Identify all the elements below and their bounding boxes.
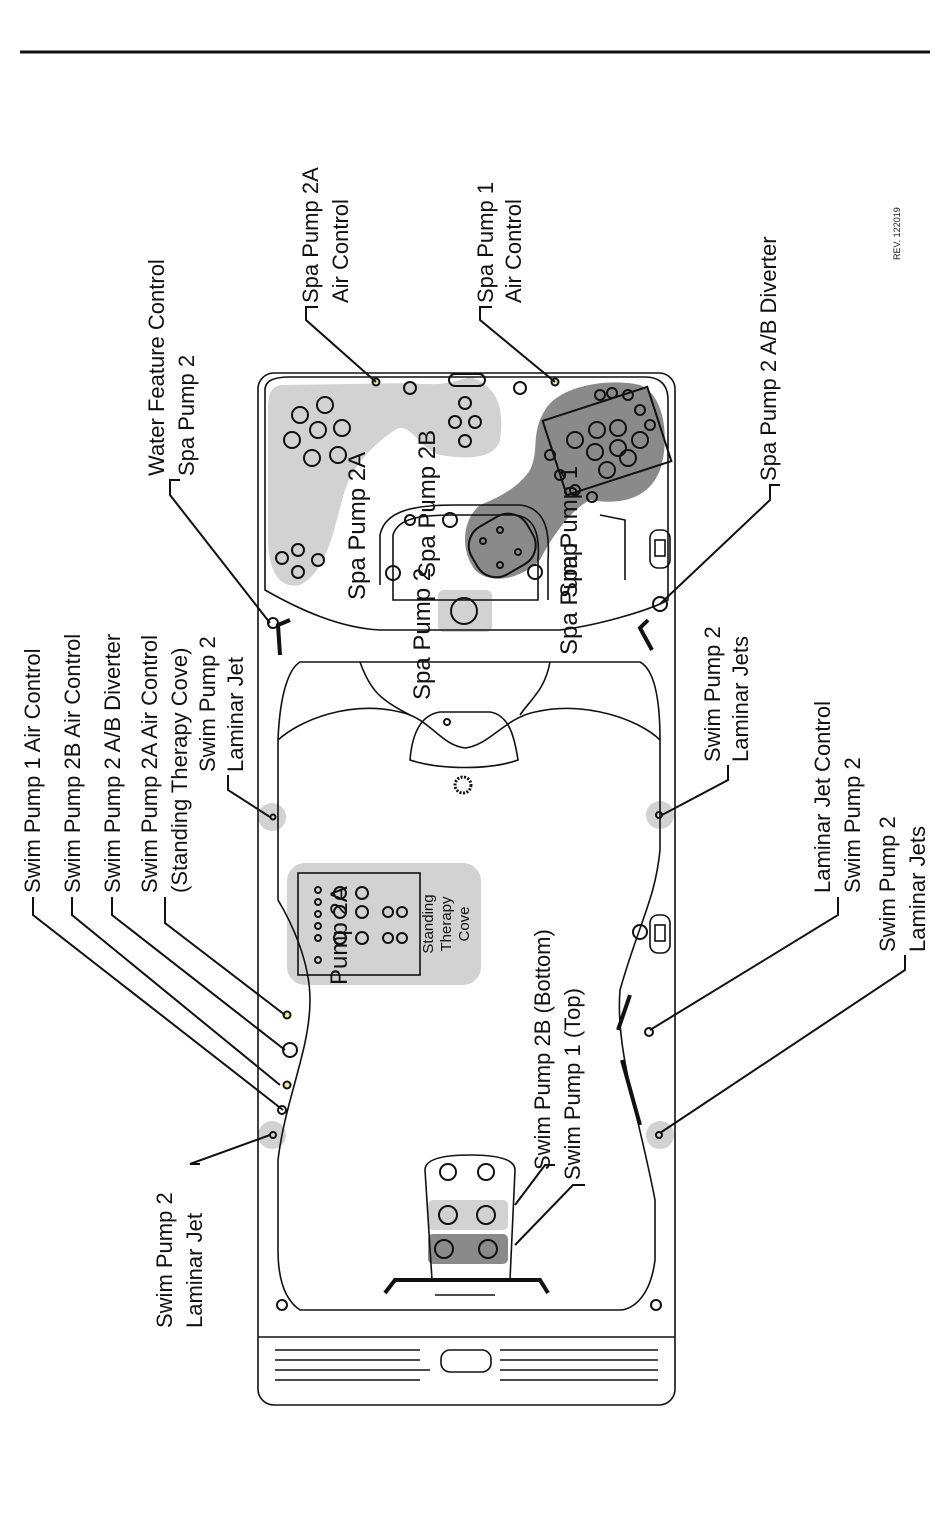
callout-water-feature-control: Water Feature Control Spa Pump 2 bbox=[144, 259, 199, 476]
callout-spa-pump-2-ab-diverter: Spa Pump 2 A/B Diverter bbox=[756, 236, 781, 481]
svg-text:Cove: Cove bbox=[456, 906, 473, 941]
svg-text:Laminar Jet: Laminar Jet bbox=[223, 657, 248, 772]
spa-bench-right bbox=[599, 514, 626, 580]
revision-label: REV. 122019 bbox=[892, 207, 902, 260]
zone-laminar-ll bbox=[258, 1121, 286, 1149]
zone-label-spa-pump-ground: Spa Pump bbox=[556, 543, 583, 655]
zone-label-spa-pump-2b: Spa Pump 2B bbox=[414, 430, 441, 578]
callout-swim-pump-2-laminar-jets-bottom: Swim Pump 2 Laminar Jets bbox=[875, 816, 930, 952]
svg-text:(Standing Therapy Cove): (Standing Therapy Cove) bbox=[167, 648, 192, 893]
swim-seat-curve-top bbox=[277, 707, 661, 749]
svg-text:Swim Pump 2: Swim Pump 2 bbox=[195, 636, 220, 772]
svg-text:Swim Pump 2: Swim Pump 2 bbox=[875, 816, 900, 952]
zone-label-standing-cove: Standing Therapy Cove bbox=[420, 894, 473, 953]
zone-label-spa-pump-2: Spa Pump 2 bbox=[409, 568, 436, 700]
svg-text:Air Control: Air Control bbox=[328, 199, 353, 303]
zone-label-spa-pump-1: Spa Pump 1 bbox=[556, 466, 583, 598]
swim-seat-curve-inner bbox=[359, 661, 551, 716]
control-panel-mid bbox=[649, 914, 671, 954]
callout-laminar-jet-control: Laminar Jet Control Swim Pump 2 bbox=[810, 701, 865, 893]
control-panel-top-inner bbox=[654, 539, 666, 557]
zone-laminar-ul bbox=[258, 803, 286, 831]
svg-text:Swim Pump 2: Swim Pump 2 bbox=[700, 626, 725, 762]
svg-text:Therapy: Therapy bbox=[438, 896, 455, 952]
callout-swim-pump-2-laminar-jets-right: Swim Pump 2 Laminar Jets bbox=[700, 626, 753, 762]
svg-text:Swim Pump 2 A/B Diverter: Swim Pump 2 A/B Diverter bbox=[100, 634, 125, 893]
callout-spa-pump-2a-air: Spa Pump 2A Air Control bbox=[298, 167, 353, 303]
svg-text:Spa Pump 2: Spa Pump 2 bbox=[174, 355, 199, 476]
step-vents bbox=[275, 1349, 658, 1381]
center-sunburst bbox=[453, 775, 473, 795]
svg-text:Air Control: Air Control bbox=[501, 199, 526, 303]
leader-lines bbox=[32, 306, 906, 1246]
svg-text:Swim Pump 2B (Bottom): Swim Pump 2B (Bottom) bbox=[530, 929, 555, 1170]
control-panel-mid-inner bbox=[654, 924, 666, 942]
callout-swim-pump-2b-bottom: Swim Pump 2B (Bottom) bbox=[530, 929, 555, 1170]
spa-footwell bbox=[379, 504, 550, 600]
svg-text:Laminar Jet: Laminar Jet bbox=[182, 1213, 207, 1328]
callout-swim-pump-2b-air: Swim Pump 2B Air Control bbox=[60, 634, 85, 893]
svg-text:Standing: Standing bbox=[420, 894, 437, 953]
svg-text:Spa Pump 1: Spa Pump 1 bbox=[473, 182, 498, 303]
callout-swim-pump-1-air: Swim Pump 1 Air Control bbox=[20, 648, 45, 893]
footwell-block bbox=[424, 1154, 516, 1281]
spa-footwell-inner bbox=[392, 514, 540, 601]
zone-label-pump-2a: Pump 2A bbox=[326, 886, 353, 985]
center-ledge bbox=[409, 711, 519, 769]
svg-text:Swim Pump 2B Air Control: Swim Pump 2B Air Control bbox=[60, 634, 85, 893]
zone-spa-pump-1 bbox=[464, 382, 665, 579]
jets-spa-misc bbox=[267, 373, 668, 629]
center-nozzle-sm bbox=[443, 718, 451, 726]
spa-interior bbox=[264, 376, 669, 631]
zone-standing-cove bbox=[287, 863, 481, 985]
step-bar bbox=[383, 1278, 550, 1295]
svg-text:Spa Pump 2A: Spa Pump 2A bbox=[298, 167, 323, 303]
callout-swim-pump-2-ab-diverter: Swim Pump 2 A/B Diverter bbox=[100, 634, 125, 893]
callout-swim-pump-2a-air: Swim Pump 2A Air Control (Standing Thera… bbox=[137, 635, 192, 893]
cove-box bbox=[297, 872, 421, 976]
jets-spa-pump-1 bbox=[467, 385, 673, 579]
svg-text:Swim Pump 2: Swim Pump 2 bbox=[152, 1192, 177, 1328]
swim-interior bbox=[277, 661, 661, 1311]
zone-label-spa-pump-2a: Spa Pump 2A bbox=[344, 452, 371, 600]
svg-text:Swim Pump 2A Air Control: Swim Pump 2A Air Control bbox=[137, 635, 162, 893]
zone-center-jet bbox=[438, 590, 492, 632]
zone-footwell-top bbox=[428, 1200, 508, 1230]
svg-text:Swim Pump 1 (Top): Swim Pump 1 (Top) bbox=[560, 988, 585, 1180]
svg-text:Laminar Jets: Laminar Jets bbox=[728, 636, 753, 762]
svg-text:Spa Pump 2 A/B Diverter: Spa Pump 2 A/B Diverter bbox=[756, 236, 781, 481]
jets-swim bbox=[269, 811, 663, 1311]
callout-spa-pump-1-air: Spa Pump 1 Air Control bbox=[473, 182, 526, 303]
svg-text:Laminar Jets: Laminar Jets bbox=[905, 826, 930, 952]
jets-spa-pump-2a bbox=[275, 396, 482, 579]
svg-text:Swim Pump 2: Swim Pump 2 bbox=[840, 757, 865, 893]
callout-swim-pump-1-top: Swim Pump 1 (Top) bbox=[560, 988, 585, 1180]
callout-swim-pump-2-laminar-jet-upper: Swim Pump 2 Laminar Jet bbox=[195, 636, 248, 772]
svg-text:Laminar Jet Control: Laminar Jet Control bbox=[810, 701, 835, 893]
svg-text:Swim Pump 1 Air Control: Swim Pump 1 Air Control bbox=[20, 648, 45, 893]
control-panel-top bbox=[649, 529, 671, 569]
svg-text:Water Feature Control: Water Feature Control bbox=[144, 259, 169, 476]
zone-laminar-lr bbox=[646, 1121, 674, 1149]
callout-swim-pump-2-laminar-jet-lower: Swim Pump 2 Laminar Jet bbox=[152, 1192, 207, 1328]
